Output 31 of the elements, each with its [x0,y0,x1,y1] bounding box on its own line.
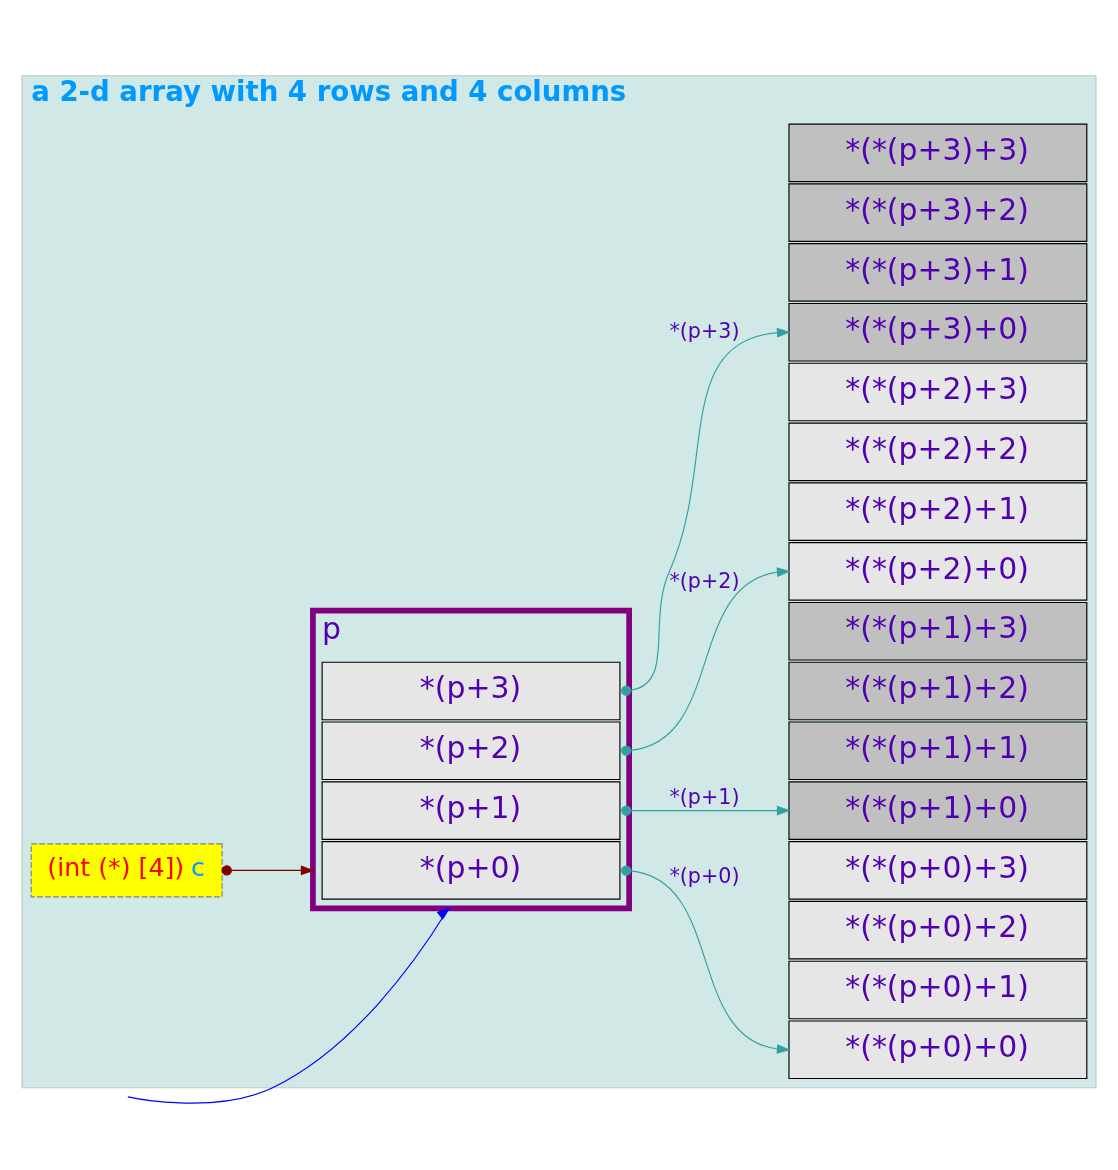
node-box: *(*(p+3)+2) [788,183,1088,242]
arrow [621,805,791,816]
node-box: *(*(p+0)+0) [788,1020,1088,1080]
edge-label: *(p+1) [669,785,740,810]
node-box: *(*(p+3)+0) [788,302,1088,362]
node-box: *(p+2) [321,721,621,781]
edge-label: *(p+2) [669,568,740,593]
node-box: *(*(p+1)+2) [788,661,1088,721]
node-box: *(*(p+3)+1) [788,243,1088,302]
edge-label: *(p+0) [669,864,740,889]
node-box: *(*(p+2)+1) [788,482,1088,541]
node-box: *(*(p+2)+2) [788,422,1088,482]
node-box: *(p+1) [321,781,621,840]
node-box: *(*(p+2)+3) [788,362,1088,422]
node-box: *(p+3) [321,661,621,721]
node-box: *(*(p+0)+2) [788,900,1088,960]
arrow [127,907,451,1104]
node-box: *(*(p+2)+0) [788,542,1088,601]
edge-label: *(p+3) [669,319,740,344]
node-box: *(*(p+0)+1) [788,960,1088,1020]
node-box: (int (*) [4]) c [30,843,223,898]
node-box: *(*(p+3)+3) [788,123,1088,183]
node-box: *(*(p+1)+3) [788,601,1088,661]
node-box: *(*(p+1)+0) [788,781,1088,840]
arrow [621,327,791,696]
node-box: *(p+0) [321,841,621,900]
node-box: *(*(p+1)+1) [788,721,1088,781]
arrow [221,865,315,876]
arrow [621,865,791,1054]
node-box: *(*(p+0)+3) [788,841,1088,900]
arrow [621,567,791,756]
